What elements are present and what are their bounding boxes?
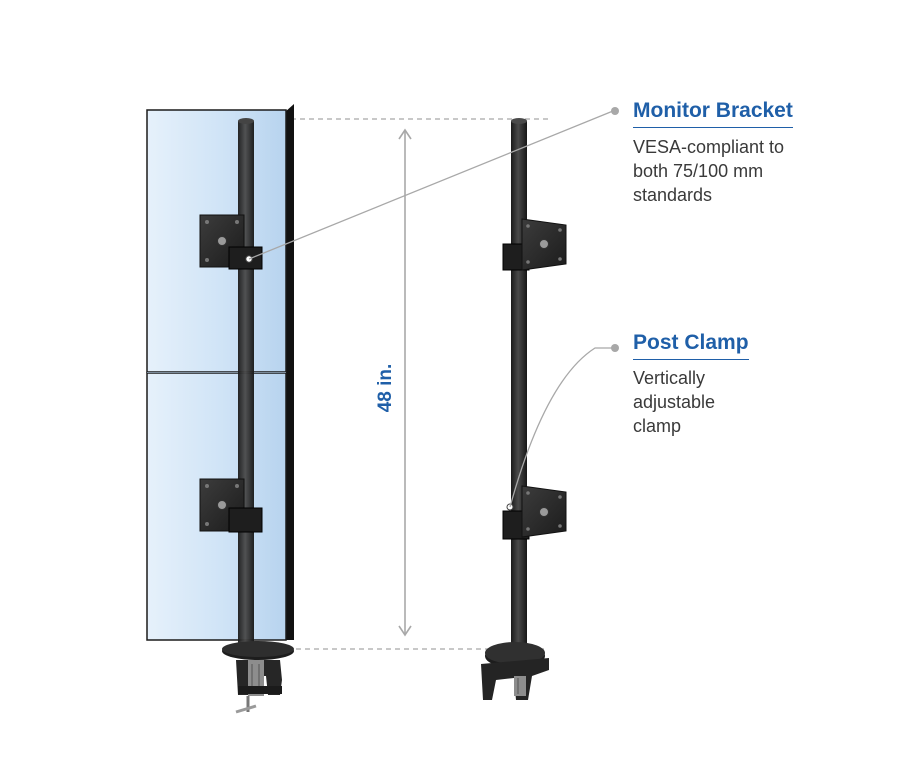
left-mounted-assembly	[146, 104, 294, 714]
monitor-bracket-leader-dot	[611, 107, 619, 115]
right-lower-bracket	[502, 485, 567, 540]
post-clamp-desc-line: clamp	[633, 416, 682, 436]
left-desk-clamp	[222, 641, 294, 714]
left-pole	[238, 121, 254, 645]
left-upper-bracket	[199, 214, 263, 270]
right-upper-bracket	[502, 218, 567, 271]
right-bare-assembly	[481, 118, 567, 700]
monitor-bracket-desc-line: standards	[633, 185, 713, 205]
right-pole	[511, 121, 527, 648]
callout-leaders	[248, 110, 614, 508]
post-clamp-leader-dot	[611, 344, 619, 352]
height-dimension-arrow	[398, 128, 412, 637]
post-clamp-desc-line: Vertically	[633, 368, 706, 388]
right-desk-clamp	[481, 642, 549, 700]
monitor-bracket-desc-line: VESA-compliant to	[633, 137, 785, 157]
post-clamp-desc-line: adjustable	[633, 392, 716, 412]
post-clamp-description: Vertically adjustable clamp	[633, 366, 715, 438]
monitor-bracket-description: VESA-compliant to both 75/100 mm standar…	[633, 135, 784, 207]
height-dimension-label: 48 in.	[375, 363, 396, 413]
left-lower-bracket	[199, 478, 263, 533]
post-clamp-leader	[509, 347, 613, 508]
monitor-bracket-desc-line: both 75/100 mm	[633, 161, 764, 181]
monitor-bracket-leader	[248, 110, 614, 260]
monitor-edge	[285, 104, 294, 640]
monitor-bracket-title: Monitor Bracket	[633, 98, 793, 128]
post-clamp-title: Post Clamp	[633, 330, 749, 360]
